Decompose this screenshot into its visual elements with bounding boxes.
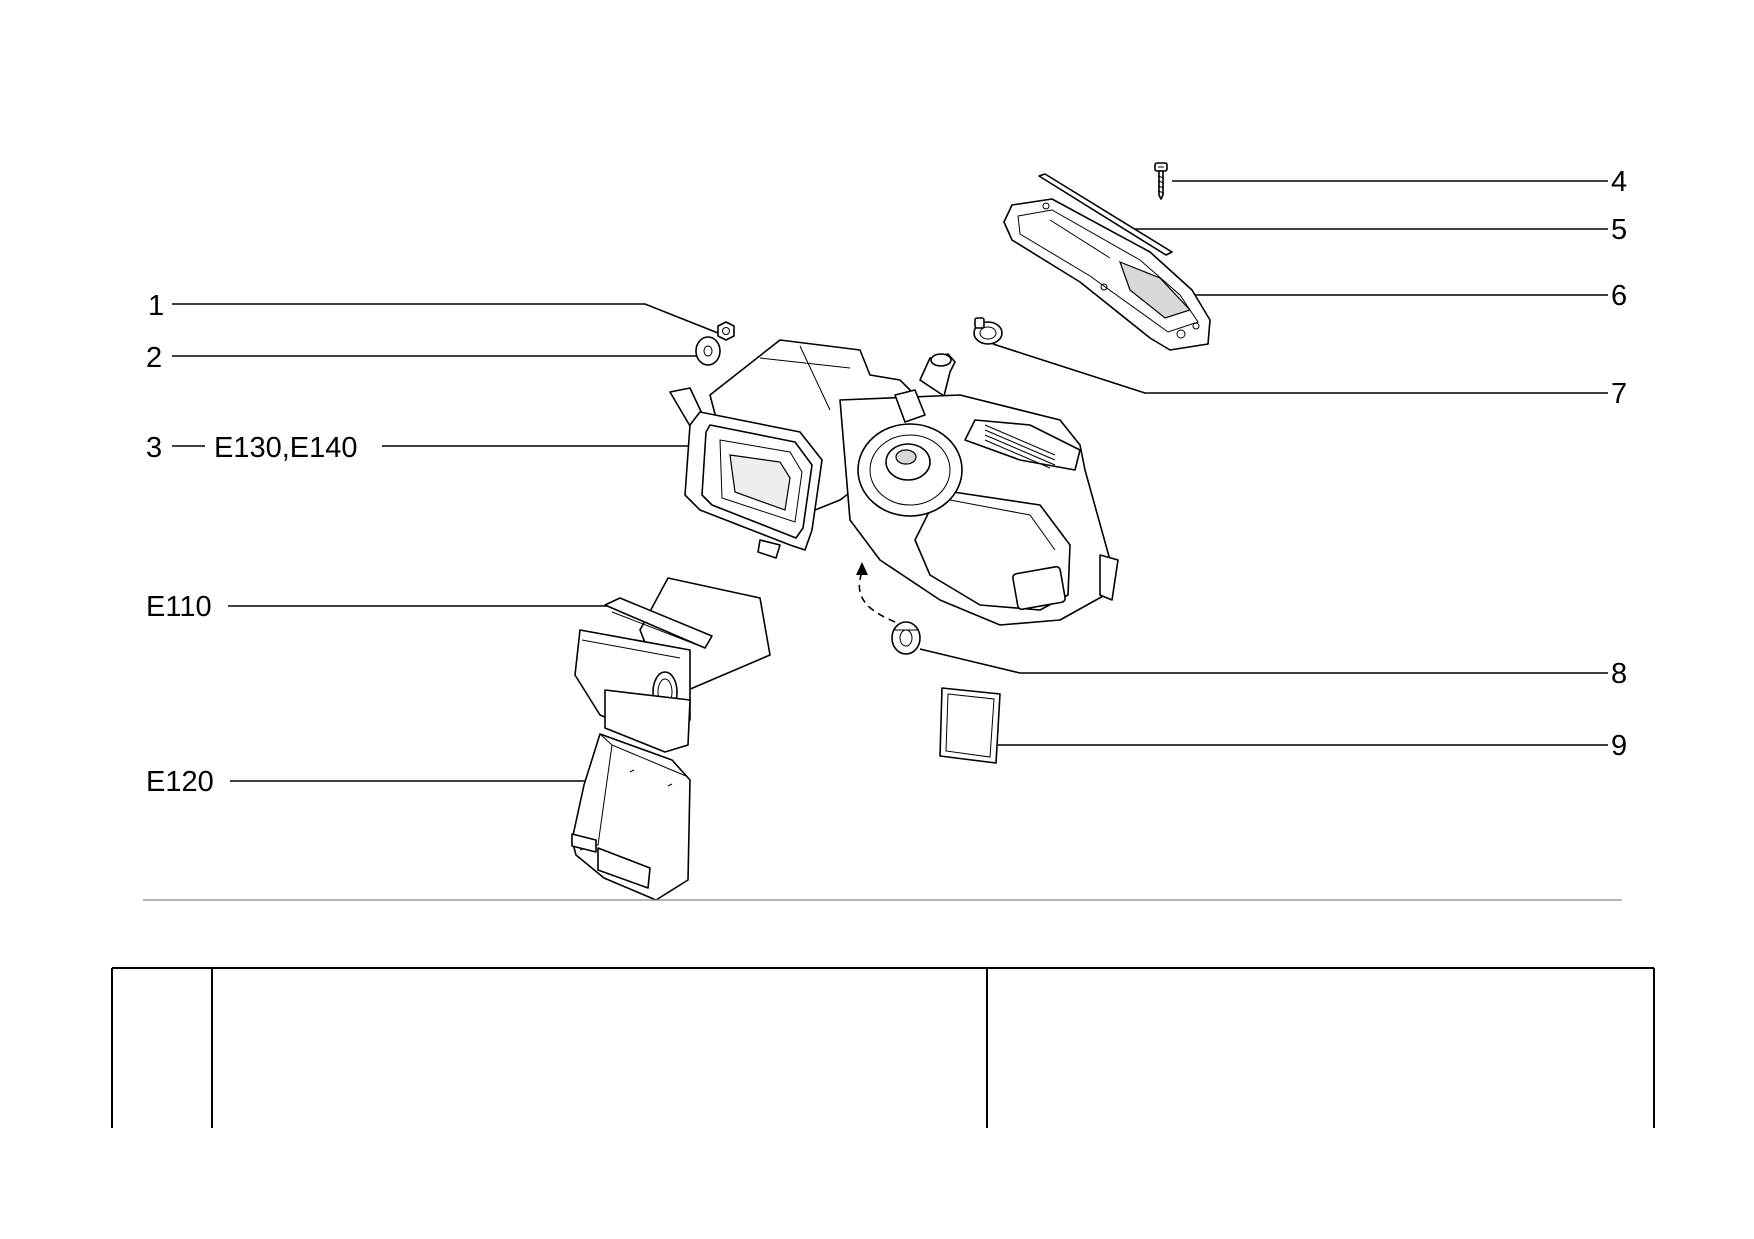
callout-9: 9 xyxy=(1611,730,1627,762)
air-duct-lower-icon xyxy=(571,733,691,901)
washer-icon xyxy=(695,336,721,366)
callout-7: 7 xyxy=(1611,378,1627,410)
callout-5: 5 xyxy=(1611,214,1627,246)
callout-1: 1 xyxy=(148,290,164,322)
title-block-frame xyxy=(111,967,1655,1128)
grommet-icon xyxy=(891,621,921,655)
callout-2: 2 xyxy=(146,342,162,374)
leader-lines xyxy=(172,180,1608,782)
assembly-arrow-icon xyxy=(856,562,896,623)
callout-e120: E120 xyxy=(146,766,214,798)
seal-strip-icon xyxy=(1038,173,1173,256)
nut-icon xyxy=(717,321,735,341)
callout-8: 8 xyxy=(1611,658,1627,690)
callout-e110: E110 xyxy=(146,591,212,623)
hose-clamp-icon xyxy=(973,317,1003,345)
callout-3: 3 xyxy=(146,432,162,464)
callout-3-variant: E130,E140 xyxy=(214,432,358,464)
heater-blower-unit-icon xyxy=(669,339,1119,626)
screw-icon xyxy=(1154,162,1168,200)
cabin-filter-icon xyxy=(939,687,1001,764)
callout-4: 4 xyxy=(1611,166,1627,198)
cover-housing-icon xyxy=(1003,198,1211,351)
air-duct-icon xyxy=(574,577,771,753)
callout-6: 6 xyxy=(1611,280,1627,312)
